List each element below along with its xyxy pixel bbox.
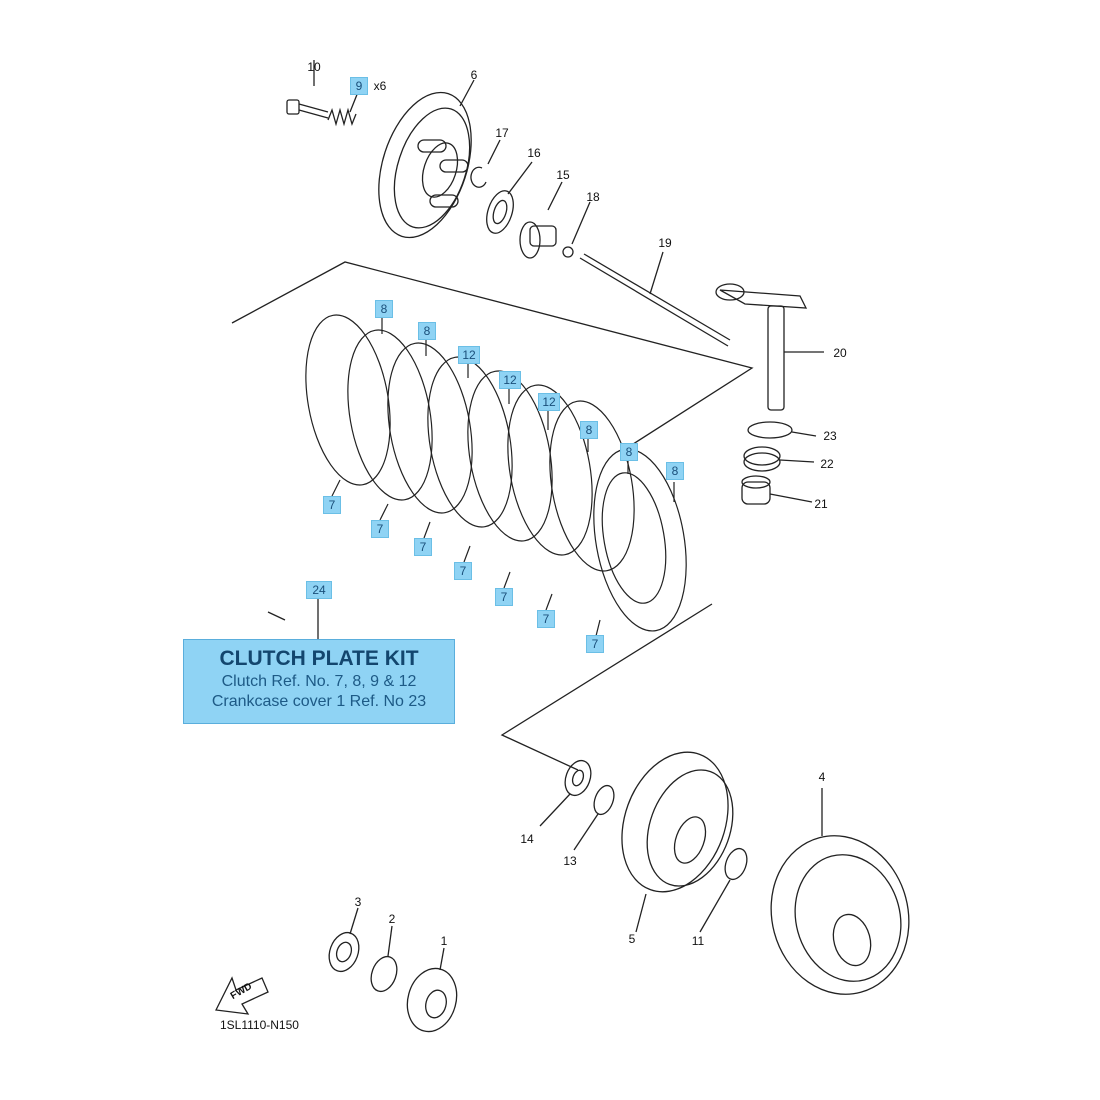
callout-9-quantity: x6 <box>373 79 387 93</box>
diagram-code: 1SL1110-N150 <box>220 1018 299 1032</box>
callout-20: 20 <box>833 346 847 360</box>
circlip-23 <box>747 421 817 439</box>
callout-7: 7 <box>454 562 472 580</box>
callout-4: 4 <box>818 770 826 784</box>
fwd-arrow-icon <box>215 976 269 1015</box>
bearing-16 <box>486 161 533 234</box>
callout-6: 6 <box>470 68 478 82</box>
callout-9: 9 <box>350 77 368 95</box>
callout-11: 11 <box>691 934 705 948</box>
kit-line-2: Crankcase cover 1 Ref. No 23 <box>211 693 427 710</box>
kit-line-1: Clutch Ref. No. 7, 8, 9 & 12 <box>221 673 417 690</box>
ball-18 <box>562 201 591 258</box>
group-outline <box>231 261 754 447</box>
callout-2: 2 <box>388 912 396 926</box>
clutch-plate-stack <box>305 314 687 637</box>
pressure-plate-6 <box>378 79 475 239</box>
nut-14 <box>539 759 592 827</box>
push-lever-shaft-20 <box>715 283 824 411</box>
callout-19: 19 <box>658 236 672 250</box>
callout-18: 18 <box>586 190 600 204</box>
callout-7: 7 <box>323 496 341 514</box>
callout-10: 10 <box>307 60 321 74</box>
primary-driven-gear-4 <box>770 788 910 995</box>
callout-15: 15 <box>556 168 570 182</box>
callout-3: 3 <box>354 895 362 909</box>
callout-12: 12 <box>499 371 521 389</box>
callout-17: 17 <box>495 126 509 140</box>
lower-bracket <box>500 603 713 771</box>
callout-21: 21 <box>814 497 828 511</box>
callout-8: 8 <box>620 443 638 461</box>
oil-seal-22 <box>743 446 815 472</box>
push-rod-15 <box>519 181 563 259</box>
callout-8: 8 <box>418 322 436 340</box>
bearing-21 <box>741 475 813 505</box>
clutch-boss-5 <box>621 751 734 933</box>
callout-22: 22 <box>820 457 834 471</box>
callout-7: 7 <box>586 635 604 653</box>
callout-12: 12 <box>538 393 560 411</box>
callout-8: 8 <box>666 462 684 480</box>
kit-title: CLUTCH PLATE KIT <box>219 647 419 670</box>
callout-8: 8 <box>580 421 598 439</box>
primary-drive-gear-1 <box>406 947 458 1033</box>
spring-9 <box>327 91 359 127</box>
callout-24: 24 <box>306 581 332 599</box>
callout-12: 12 <box>458 346 480 364</box>
push-rod-19 <box>579 251 731 347</box>
callout-7: 7 <box>537 610 555 628</box>
group-outline-lower <box>267 611 286 621</box>
washer-2 <box>370 925 398 993</box>
washer-13 <box>573 784 615 851</box>
washer-11 <box>699 847 748 933</box>
callout-7: 7 <box>371 520 389 538</box>
callout-7: 7 <box>414 538 432 556</box>
callout-14: 14 <box>520 832 534 846</box>
clutch-plate-kit-box: CLUTCH PLATE KIT Clutch Ref. No. 7, 8, 9… <box>183 639 455 724</box>
callout-5: 5 <box>628 932 636 946</box>
seal-3 <box>328 907 360 973</box>
bolt-10 <box>286 60 329 119</box>
callout-1: 1 <box>440 934 448 948</box>
callout-8: 8 <box>375 300 393 318</box>
callout-23: 23 <box>823 429 837 443</box>
callout-7: 7 <box>495 588 513 606</box>
circlip-17 <box>470 139 501 188</box>
callout-13: 13 <box>563 854 577 868</box>
callout-16: 16 <box>527 146 541 160</box>
